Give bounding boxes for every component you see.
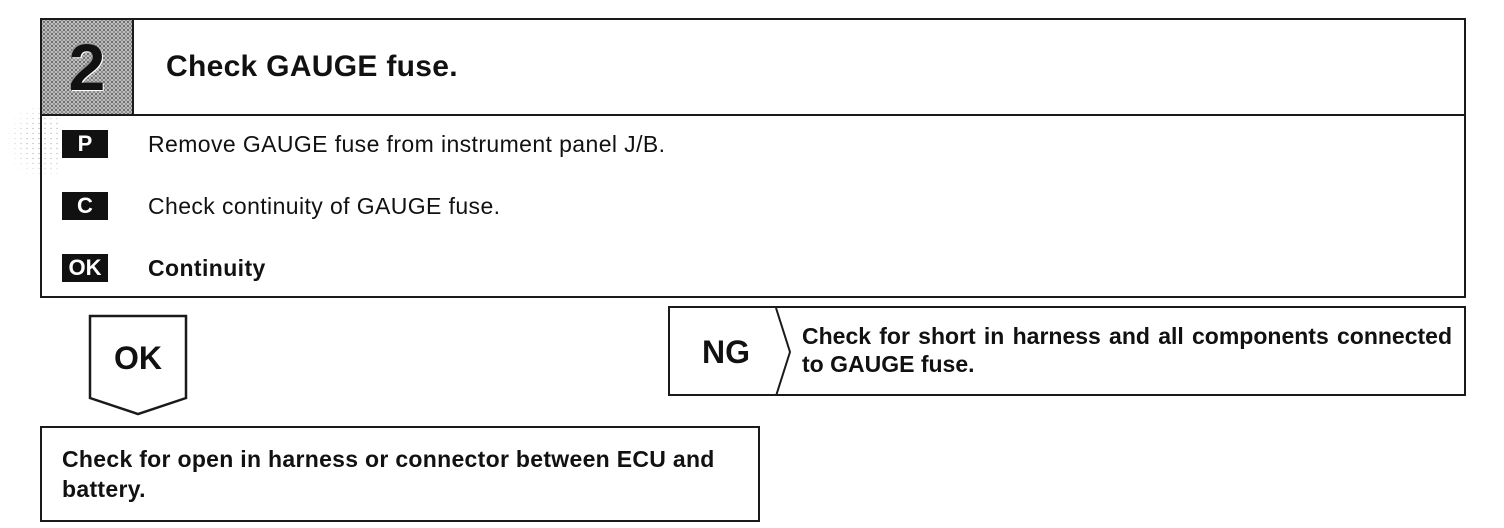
step-header: 2 Check GAUGE fuse. — [42, 20, 1464, 116]
instruction-row-ok-criteria: OK Continuity — [62, 252, 266, 284]
ng-label: NG — [702, 334, 750, 370]
ok-label: OK — [114, 340, 162, 376]
ng-result-text: Check for short in harness and all compo… — [802, 323, 1452, 377]
right-chevron-icon — [775, 308, 792, 396]
instruction-row-check: C Check continuity of GAUGE fuse. — [62, 190, 500, 222]
instruction-text: Check continuity of GAUGE fuse. — [148, 192, 501, 219]
instruction-row-prepare: P Remove GAUGE fuse from instrument pane… — [62, 128, 665, 160]
ok-criteria-icon: OK — [62, 254, 108, 282]
ng-branch-box: NG Check for short in harness and all co… — [668, 306, 1466, 396]
ok-result-text: Check for open in harness or connector b… — [62, 446, 715, 502]
ok-result-box: Check for open in harness or connector b… — [40, 426, 760, 522]
step-title: Check GAUGE fuse. — [166, 50, 458, 83]
instruction-text: Continuity — [148, 254, 266, 281]
instruction-text: Remove GAUGE fuse from instrument panel … — [148, 130, 666, 157]
check-icon: C — [62, 192, 108, 220]
step-box: 2 Check GAUGE fuse. P Remove GAUGE fuse … — [40, 18, 1466, 298]
prepare-icon: P — [62, 130, 108, 158]
ok-branch-arrow: OK — [88, 314, 188, 418]
step-number: 2 — [68, 30, 106, 104]
step-number-cell: 2 — [42, 20, 134, 114]
down-arrow-icon — [88, 314, 188, 416]
